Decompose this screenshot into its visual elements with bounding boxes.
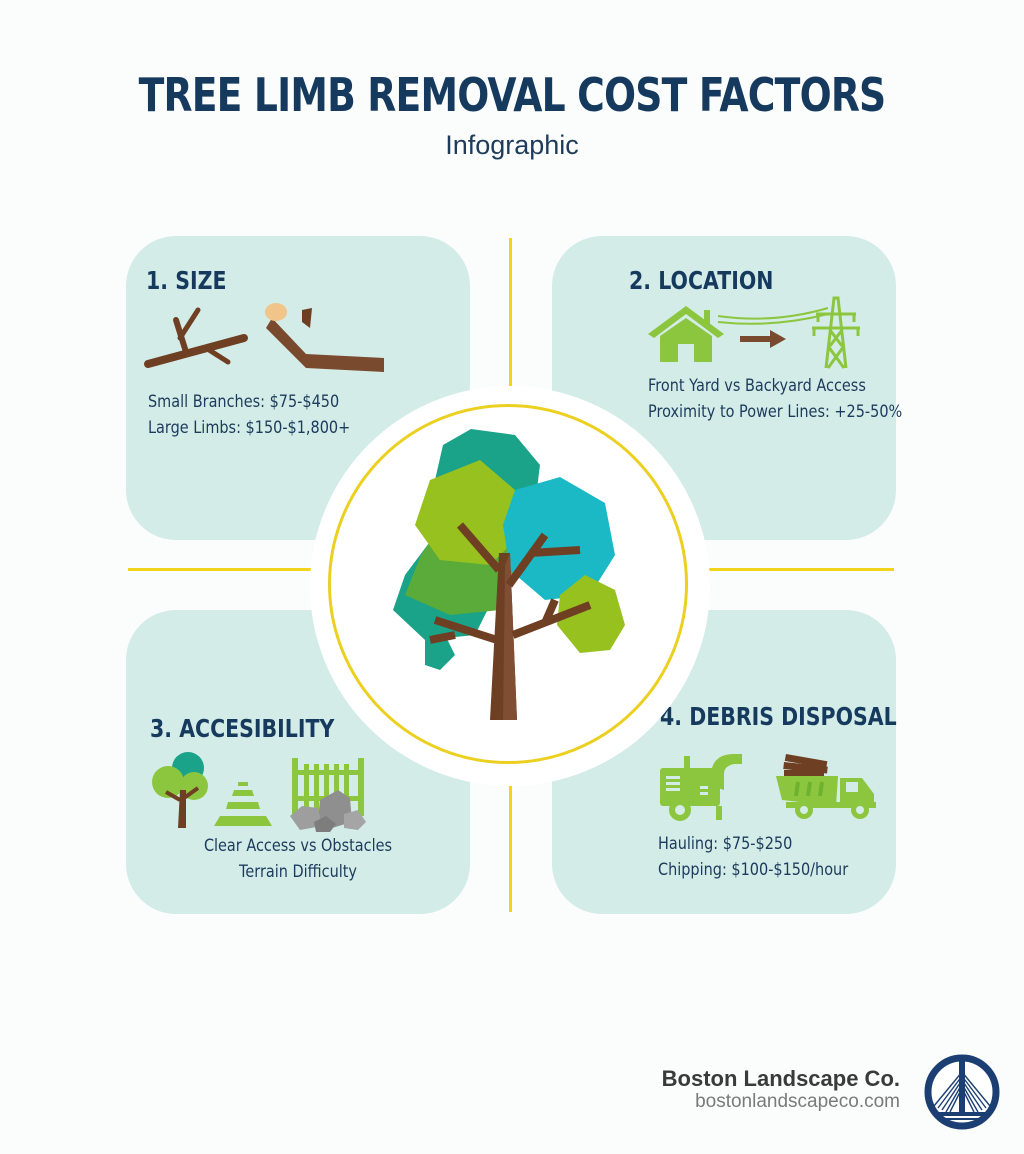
card-location: 2. LOCATION Front Yard vs Backyard Acces… xyxy=(552,236,902,540)
wood-chipper-icon xyxy=(660,754,742,821)
divider-horizontal-left xyxy=(128,568,318,571)
location-line-1: Front Yard vs Backyard Access xyxy=(648,376,866,396)
house-icon xyxy=(648,306,724,362)
tree-illustration xyxy=(393,429,625,720)
divider-horizontal-right xyxy=(700,568,894,571)
page-title: TREE LIMB REMOVAL COST FACTORS xyxy=(138,68,887,122)
terrain-icon xyxy=(214,782,272,826)
accessibility-line-1: Clear Access vs Obstacles xyxy=(203,836,393,856)
card-size: 1. SIZE Small Branches: $75-$450 Large L… xyxy=(126,236,470,540)
dump-truck-icon xyxy=(776,754,876,819)
size-line-1: Small Branches: $75-$450 xyxy=(148,392,340,412)
power-tower-icon xyxy=(812,296,860,369)
debris-line-2: Chipping: $100-$150/hour xyxy=(658,860,849,880)
card-heading: 3. ACCESIBILITY xyxy=(150,714,335,743)
small-branch-icon xyxy=(144,307,248,368)
page-subtitle: Infographic xyxy=(445,130,579,160)
company-name: Boston Landscape Co. xyxy=(661,1066,900,1091)
debris-line-1: Hauling: $75-$250 xyxy=(658,834,793,854)
card-heading: 4. DEBRIS DISPOSAL xyxy=(660,702,897,731)
bridge-logo-icon xyxy=(924,1054,1000,1130)
accessibility-line-2: Terrain Difficulty xyxy=(239,862,357,882)
tree-icon xyxy=(152,752,208,828)
card-heading: 2. LOCATION xyxy=(629,266,774,295)
power-lines-icon xyxy=(717,307,829,325)
arrow-right-icon xyxy=(740,330,786,348)
location-line-2: Proximity to Power Lines: +25-50% xyxy=(648,402,903,422)
rocks-icon xyxy=(290,790,366,832)
company-url[interactable]: bostonlandscapeco.com xyxy=(695,1091,900,1112)
size-line-2: Large Limbs: $150-$1,800+ xyxy=(148,418,351,438)
large-limb-icon xyxy=(265,303,384,372)
card-heading: 1. SIZE xyxy=(146,266,227,295)
divider-vertical-top xyxy=(509,238,512,388)
divider-vertical-bottom xyxy=(509,782,512,912)
